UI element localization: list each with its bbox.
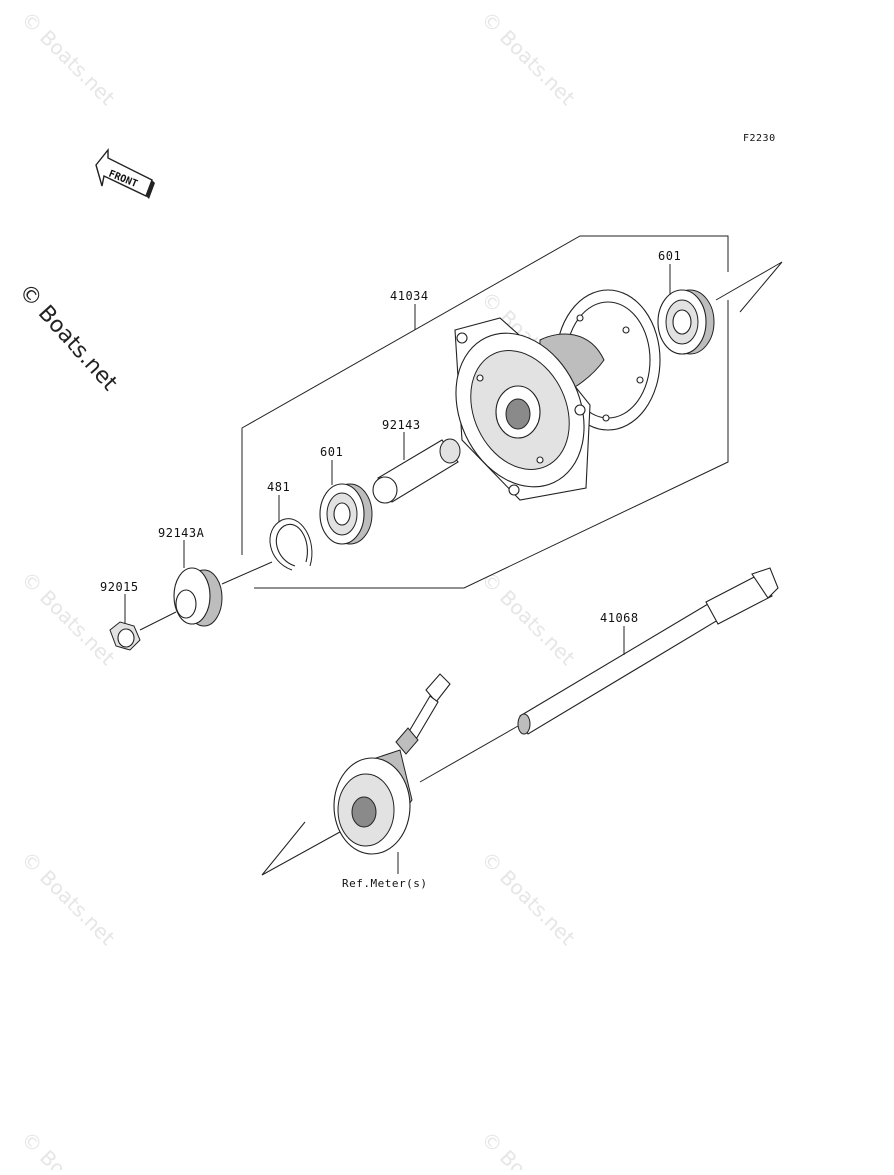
label-601-left: 601 (320, 445, 343, 459)
collar (173, 567, 223, 627)
diagram-code: F2230 (743, 133, 776, 144)
bearing-left (319, 483, 373, 545)
axis-lines (139, 261, 783, 876)
watermark: © Boats.net (16, 1127, 119, 1170)
spacer-tube (372, 438, 461, 504)
axle-nut (109, 621, 141, 651)
watermark: © Boats.net (476, 847, 579, 950)
label-92015: 92015 (100, 580, 139, 594)
assembly-outline (241, 235, 729, 589)
bearing-right (657, 289, 715, 355)
label-601-right: 601 (658, 249, 681, 263)
label-41034: 41034 (390, 289, 429, 303)
part-labels: 41034 601 92143 601 481 92143A 92015 410… (100, 249, 681, 890)
leader-lines (124, 264, 671, 874)
axle-shaft (517, 567, 779, 735)
watermark: © Boats.net (476, 1127, 579, 1170)
circlip (269, 518, 313, 571)
label-92143A: 92143A (158, 526, 205, 540)
front-arrow-icon: FRONT (95, 148, 155, 199)
label-481: 481 (267, 480, 290, 494)
watermark-main: © Boats.net (14, 279, 123, 396)
label-41068: 41068 (600, 611, 639, 625)
watermark: © Boats.net (16, 7, 119, 110)
watermark: © Boats.net (16, 847, 119, 950)
watermark: © Boats.net (476, 567, 579, 670)
label-ref-meter: Ref.Meter(s) (342, 877, 427, 890)
meter-gear (333, 673, 451, 855)
label-92143: 92143 (382, 418, 421, 432)
wheel-hub (454, 289, 661, 501)
watermark: © Boats.net (476, 7, 579, 110)
